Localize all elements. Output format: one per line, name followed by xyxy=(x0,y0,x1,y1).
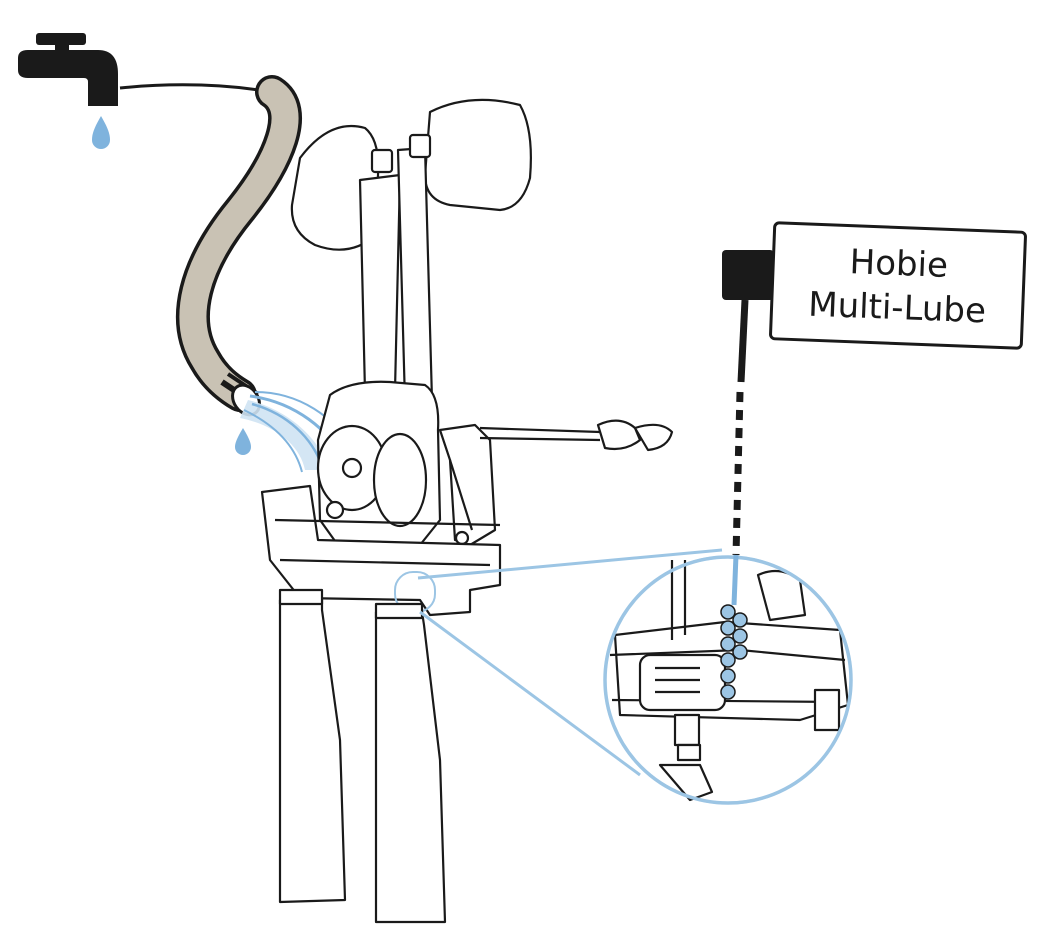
left-fin xyxy=(278,596,347,904)
pedal-drive-unit xyxy=(260,98,674,924)
drive-chain xyxy=(720,604,748,700)
label-line-1: Hobie xyxy=(848,241,949,286)
lube-drip xyxy=(731,554,739,606)
right-pedal xyxy=(423,98,532,212)
water-drop-icon xyxy=(235,428,251,455)
lube-label: Hobie Multi-Lube xyxy=(768,221,1028,350)
label-line-2: Multi-Lube xyxy=(807,284,987,331)
water-drop-icon xyxy=(92,116,110,149)
lube-bottle-icon xyxy=(722,250,774,383)
faucet-icon xyxy=(18,33,118,106)
garden-hose xyxy=(119,75,303,417)
right-fin xyxy=(374,610,447,924)
lube-stream xyxy=(732,391,744,556)
